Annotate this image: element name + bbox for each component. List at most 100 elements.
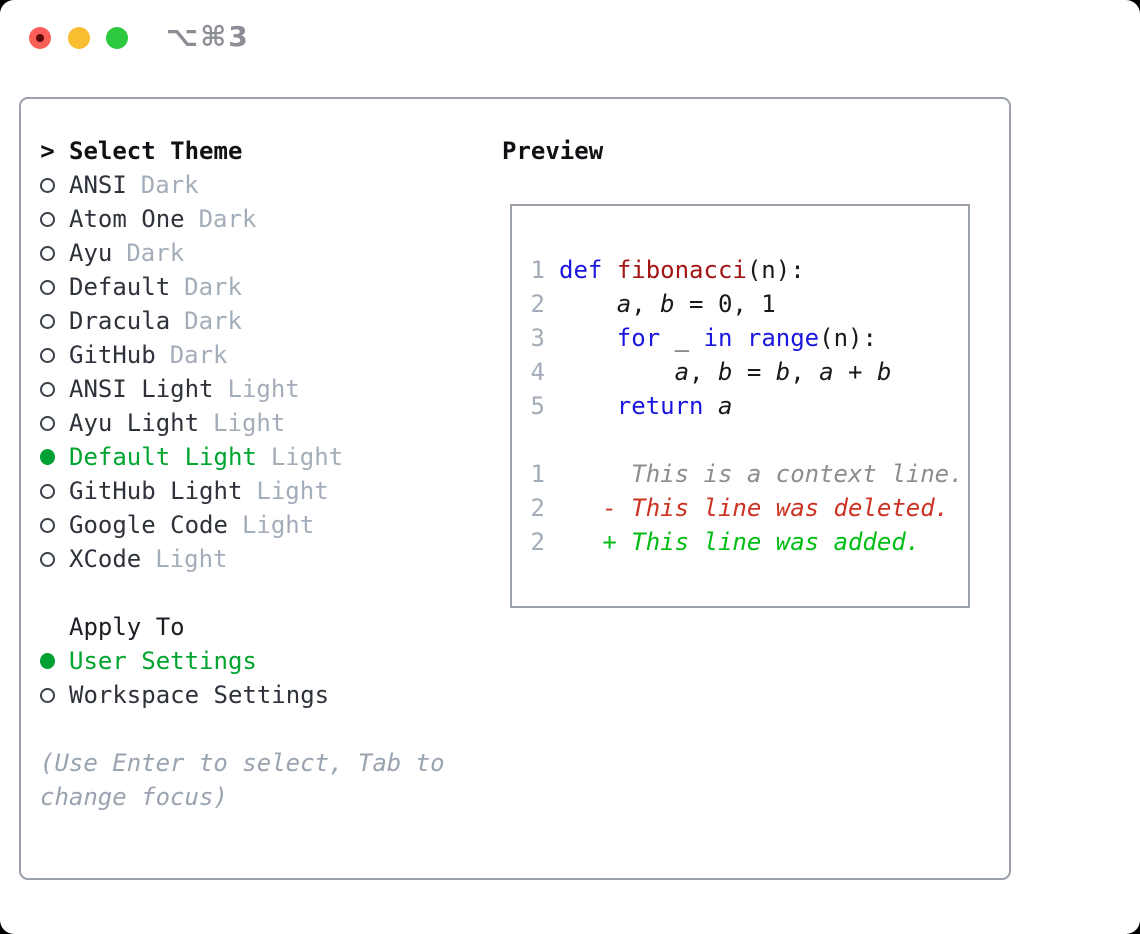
option-label: XCode [69,545,142,573]
code-token: a [819,358,834,386]
code-line: 4 a, b = b, a + b [530,355,968,389]
radio-selected-icon [40,653,55,669]
option-variant-label: Dark [169,341,228,369]
code-token: , [631,290,661,318]
line-number: 1 [530,460,545,488]
focus-caret-icon: > [40,137,55,165]
radio-icon [40,347,55,363]
code-token [559,324,617,352]
line-number: 2 [530,528,545,556]
zoom-button[interactable] [106,27,128,49]
theme-option[interactable]: GitHub Light Light [40,474,473,508]
window-shortcut-label: ⌥⌘3 [166,20,250,53]
theme-option[interactable]: ANSI Dark [40,168,473,202]
radio-icon [40,177,55,193]
code-token: def [559,256,603,284]
line-number: 3 [530,324,545,352]
option-label: GitHub Light [69,477,243,505]
code-token: fibonacci [616,256,747,284]
option-label: Default Light [69,443,257,471]
option-variant-label: Dark [184,307,242,335]
option-label: ANSI [69,171,127,199]
line-number: 2 [530,290,545,318]
line-number: 2 [530,494,545,522]
code-line: 3 for _ in range(n): [530,321,968,355]
radio-icon [40,313,55,329]
theme-option[interactable]: Default Light Light [40,440,473,474]
option-variant-label: Light [270,443,344,471]
apply-option[interactable]: Workspace Settings [40,678,473,712]
code-token: a [674,358,690,386]
code-line: 5 return a [530,389,968,423]
option-variant-label: Light [256,477,329,505]
option-label: Atom One [69,205,185,233]
theme-option[interactable]: Default Dark [40,270,473,304]
spacer [40,712,473,746]
code-token [602,256,616,284]
code-token: in [703,324,733,352]
code-token: = 0, 1 [674,290,776,318]
code-token: (n): [746,256,805,284]
code-token: range [746,324,820,352]
code-line: 1 This is a context line. [530,457,968,491]
radio-icon [40,483,55,499]
close-button[interactable] [29,27,51,49]
code-token [559,290,617,318]
radio-selected-icon [40,449,55,465]
radio-icon [40,381,55,397]
spacer [40,576,473,610]
theme-list-title: Select Theme [69,137,243,165]
code-token [559,392,617,420]
code-token: , [689,358,718,386]
title-bar: ⌥⌘3 [0,0,1140,76]
option-label: Dracula [69,307,171,335]
option-variant-label: Light [155,545,228,573]
code-token: This is a context line. [559,460,964,488]
radio-icon [40,551,55,567]
option-label: User Settings [69,647,257,675]
option-variant-label: Dark [140,171,199,199]
theme-option[interactable]: Dracula Dark [40,304,473,338]
option-label: Ayu [69,239,113,267]
option-variant-label: Dark [198,205,257,233]
code-token: return [616,392,704,420]
code-token: for [616,324,661,352]
theme-option[interactable]: ANSI Light Light [40,372,473,406]
theme-list-header: > Select Theme [40,134,473,168]
code-token: b [775,358,791,386]
minimize-button[interactable] [68,27,90,49]
theme-option[interactable]: Atom One Dark [40,202,473,236]
apply-option[interactable]: User Settings [40,644,473,678]
code-line: 2 - This line was deleted. [530,491,968,525]
code-line: 2 a, b = 0, 1 [530,287,968,321]
option-label: ANSI Light [69,375,214,403]
option-variant-label: Dark [184,273,242,301]
line-number: 5 [530,392,545,420]
option-label: Default [69,273,171,301]
preview-title: Preview [502,137,604,165]
option-label: Workspace Settings [69,681,330,709]
option-variant-label: Light [227,375,300,403]
radio-icon [40,211,55,227]
theme-option[interactable]: XCode Light [40,542,473,576]
code-token: = [732,358,776,386]
code-token: b [876,358,892,386]
radio-icon [40,415,55,431]
keyboard-hint: (Use Enter to select, Tab to change focu… [40,749,460,811]
code-token: a [616,290,632,318]
code-line [530,423,968,457]
code-token [704,392,718,420]
radio-icon [40,517,55,533]
